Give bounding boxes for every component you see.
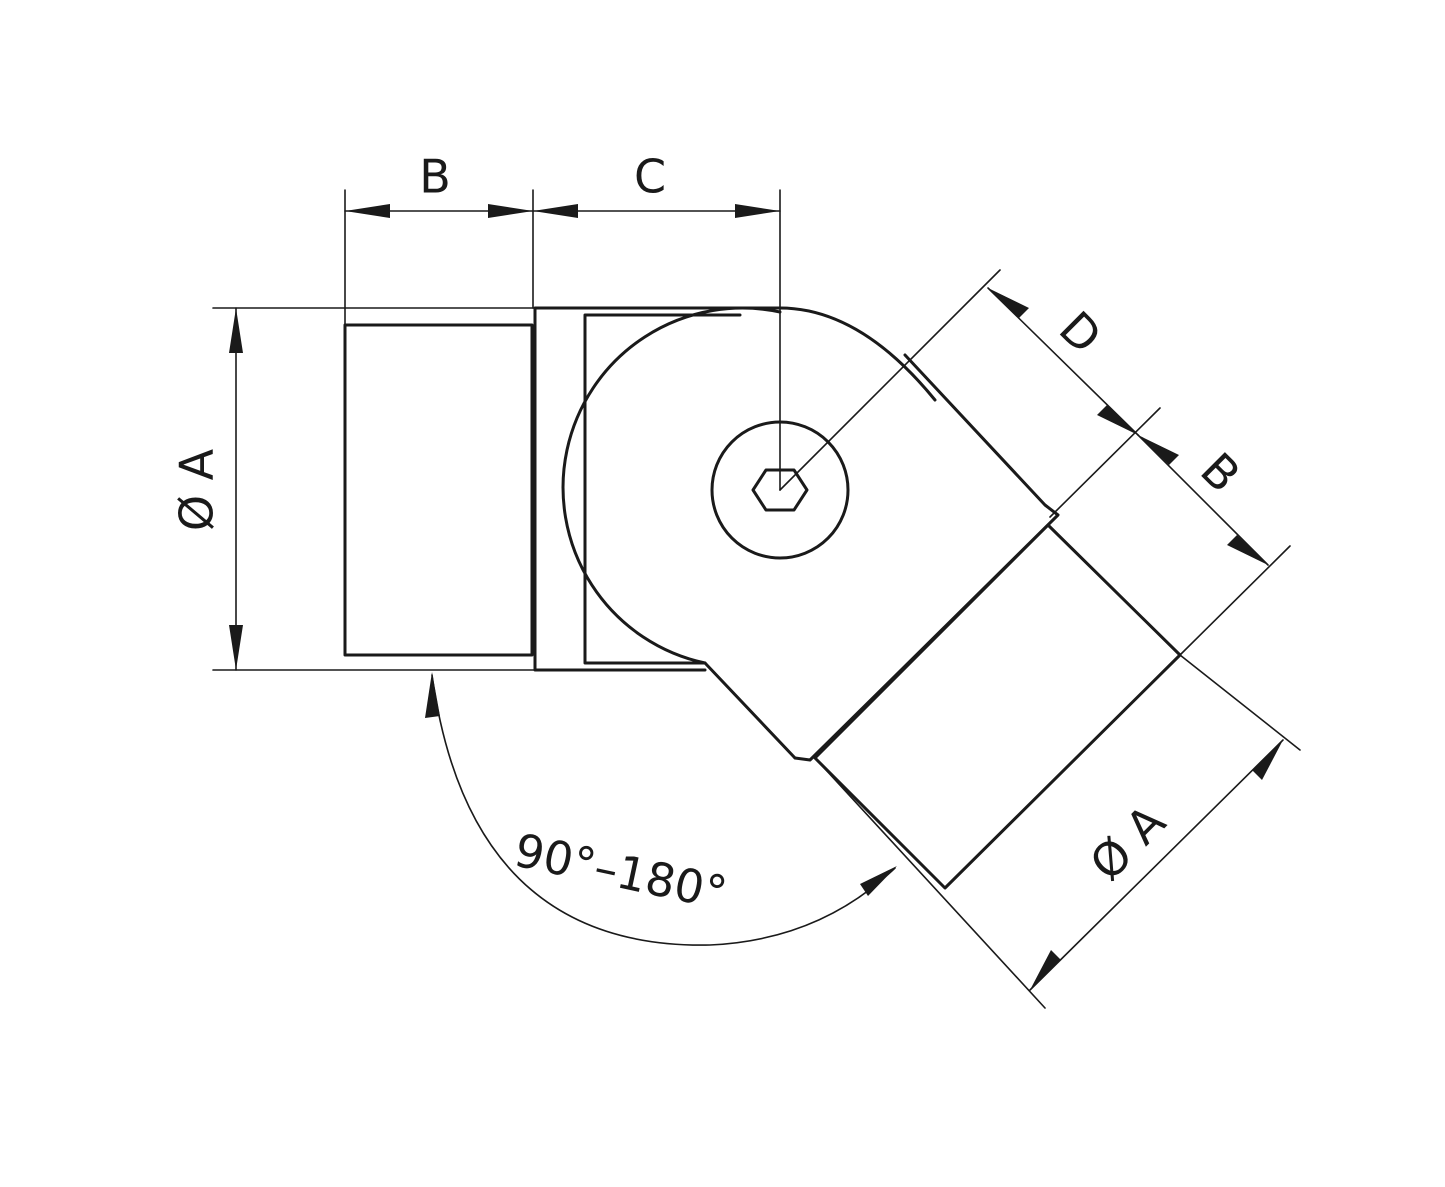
rotating-knuckle — [561, 306, 797, 760]
arrowhead — [533, 204, 578, 218]
label-diameter-right: Ø A — [1079, 794, 1176, 891]
hex-socket-icon — [751, 468, 809, 512]
adjustable-tube-connector — [343, 306, 1182, 890]
arrowhead — [425, 672, 440, 718]
arrowhead — [1030, 950, 1061, 990]
arrowhead — [229, 308, 243, 353]
diagonal-tube — [813, 523, 1182, 890]
dimension-labels: B C Ø A D B Ø A 90°–180° — [170, 150, 1251, 921]
dimension-lines — [212, 189, 1301, 1009]
label-c-top: C — [634, 150, 666, 204]
extension-line — [814, 757, 1046, 1009]
label-d-diag: D — [1049, 301, 1112, 364]
arrowhead — [1252, 740, 1283, 780]
arrowhead — [735, 204, 780, 218]
label-diameter-left: Ø A — [170, 448, 224, 531]
arrowhead — [1227, 535, 1268, 565]
diagonal-housing-edge — [793, 353, 1060, 762]
arrowhead — [488, 204, 533, 218]
label-angle-range: 90°–180° — [510, 823, 732, 921]
extension-line — [1049, 407, 1161, 518]
extension-line — [1179, 545, 1291, 656]
arrowhead — [1097, 405, 1138, 435]
label-b-top: B — [419, 150, 451, 204]
dim-line-d-diag — [987, 287, 1139, 436]
dim-line-diameter-right — [1029, 739, 1284, 991]
housing-inner-step — [583, 313, 742, 665]
arrowhead — [1138, 435, 1179, 465]
left-housing-body — [533, 306, 937, 672]
extension-line — [1179, 654, 1301, 751]
arrowhead — [345, 204, 390, 218]
label-b-diag: B — [1190, 442, 1251, 503]
arrowhead — [229, 625, 243, 670]
extension-line — [779, 269, 1001, 491]
dim-line-b-diag — [1137, 434, 1269, 566]
arrowhead — [860, 866, 897, 896]
left-tube-insert — [343, 323, 534, 657]
angle-arc — [431, 674, 896, 946]
arrowhead — [988, 288, 1029, 318]
